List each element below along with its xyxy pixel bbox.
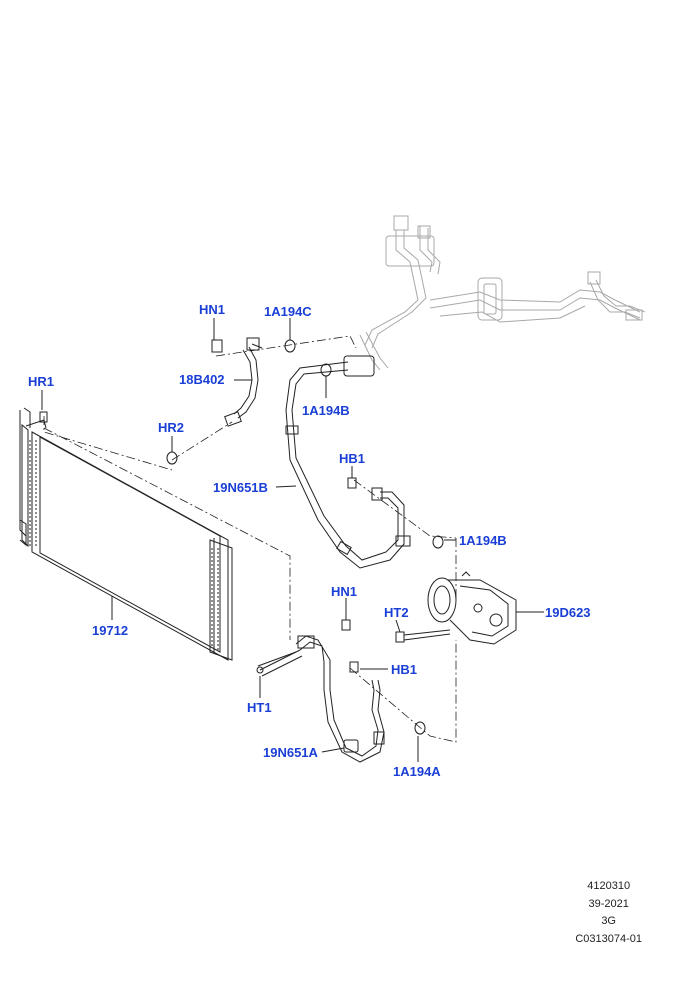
label-19d623: 19D623 <box>545 605 591 620</box>
label-hn1-top: HN1 <box>199 302 225 317</box>
label-hb1-bottom: HB1 <box>391 662 417 677</box>
label-hr1: HR1 <box>28 374 54 389</box>
label-1a194b-mid: 1A194B <box>459 533 507 548</box>
label-ht1: HT1 <box>247 700 272 715</box>
reference-variant: 3G <box>601 915 616 927</box>
condenser-19712 <box>19 407 233 661</box>
label-1a194b-top: 1A194B <box>302 403 350 418</box>
stud-ht1 <box>256 651 297 674</box>
label-ht2: HT2 <box>384 605 409 620</box>
diagram-reference-block: 4120310 39-2021 3G C0313074-01 <box>575 878 642 948</box>
ghost-pipework <box>359 215 646 371</box>
label-hb1-top: HB1 <box>339 451 365 466</box>
label-hr2: HR2 <box>158 420 184 435</box>
hose-18b402 <box>224 337 263 427</box>
label-18b402: 18B402 <box>179 372 225 387</box>
hose-19n651b <box>285 355 411 569</box>
bolt-ht2 <box>395 629 451 643</box>
compressor-19d623 <box>427 571 517 645</box>
reference-code: 4120310 <box>587 880 631 892</box>
hose-19n651a <box>259 635 385 763</box>
leader-lines <box>41 318 544 762</box>
label-1a194c: 1A194C <box>264 304 312 319</box>
label-19n651a: 19N651A <box>263 745 319 760</box>
label-19n651b: 19N651B <box>213 480 268 495</box>
reference-id: C0313074-01 <box>575 932 642 945</box>
label-1a194a: 1A194A <box>393 764 441 779</box>
reference-date: 39-2021 <box>588 897 629 910</box>
label-19712: 19712 <box>92 623 128 638</box>
assembly-lines <box>43 335 457 743</box>
label-hn1-bottom: HN1 <box>331 584 357 599</box>
